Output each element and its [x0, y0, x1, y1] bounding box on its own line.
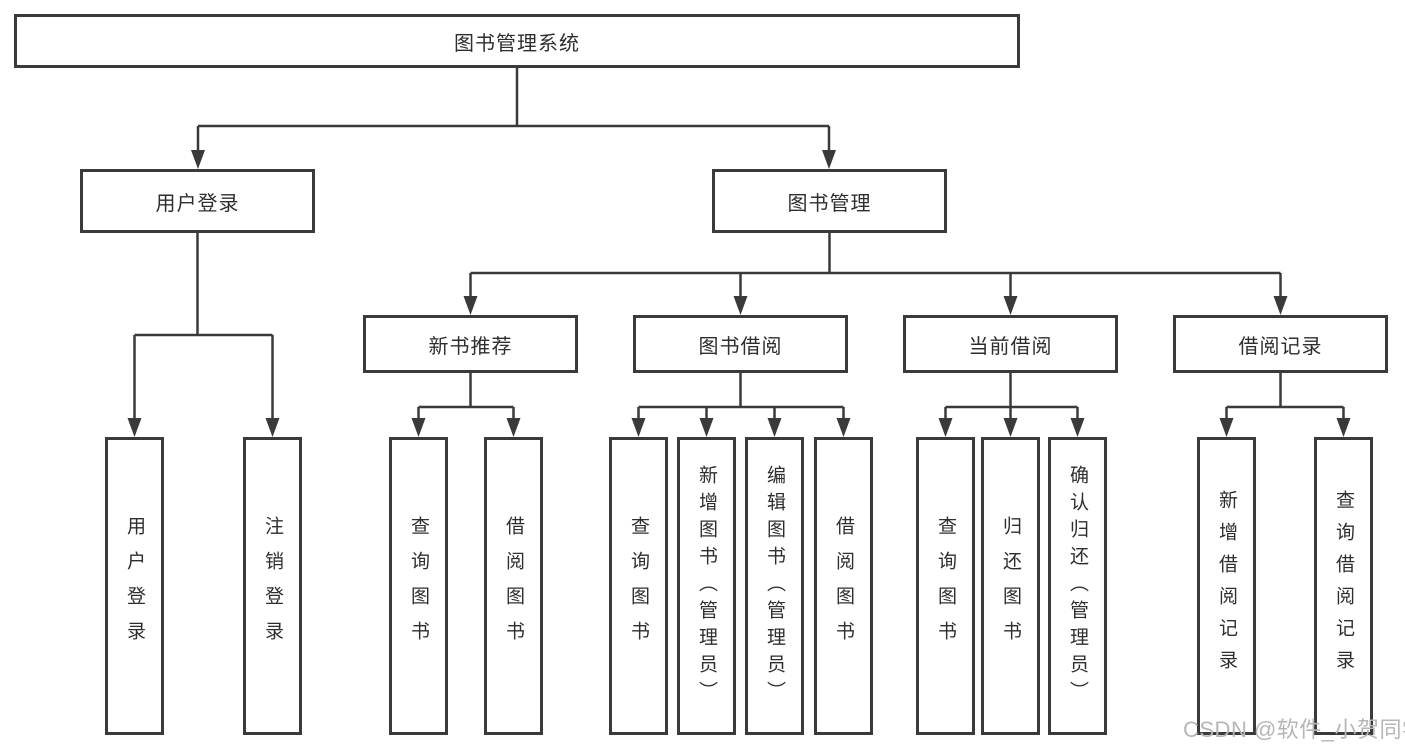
node-label: 归还图书 [1000, 516, 1021, 656]
node-edit-book-admin: 编辑图书（管理员） [745, 437, 804, 735]
node-book-borrow: 图书借阅 [633, 315, 848, 373]
arrowhead [411, 418, 426, 437]
node-return-book: 归还图书 [981, 437, 1040, 735]
arrowhead [265, 418, 280, 437]
arrowhead [463, 296, 478, 315]
node-borrow-book-1: 借阅图书 [484, 437, 543, 735]
node-book-mgmt: 图书管理 [712, 169, 947, 233]
arrowhead [938, 418, 953, 437]
node-borrow-book-2: 借阅图书 [814, 437, 873, 735]
node-label: 图书管理系统 [454, 32, 580, 55]
node-label: 注销登录 [262, 516, 283, 656]
node-label: 新增图书（管理员） [696, 464, 717, 708]
node-user-login: 用户登录 [80, 169, 315, 233]
node-label: 查询图书 [628, 516, 649, 656]
node-new-book-rec: 新书推荐 [363, 315, 578, 373]
arrowhead [1219, 418, 1234, 437]
node-label: 查询借阅记录 [1333, 490, 1354, 682]
csdn-watermark: CSDN @软件_小贺同学 [1183, 717, 1405, 742]
connector [944, 373, 1079, 419]
node-label: 用户登录 [124, 516, 145, 656]
arrowhead [822, 150, 836, 169]
connector [1225, 373, 1345, 419]
connector [417, 373, 515, 419]
node-label: 查询图书 [935, 516, 956, 656]
node-label: 确认归还（管理员） [1067, 464, 1088, 708]
node-query-book-3: 查询图书 [916, 437, 975, 735]
node-label: 新增借阅记录 [1216, 490, 1237, 682]
node-label: 借阅记录 [1238, 335, 1323, 358]
node-borrow-record: 借阅记录 [1173, 315, 1388, 373]
node-label: 图书管理 [787, 192, 872, 215]
node-root: 图书管理系统 [14, 14, 1020, 68]
connector [196, 68, 831, 151]
arrowhead [1336, 418, 1351, 437]
node-query-book-1: 查询图书 [389, 437, 448, 735]
node-add-book-admin: 新增图书（管理员） [677, 437, 736, 735]
arrowhead [733, 296, 748, 315]
node-logout: 注销登录 [243, 437, 302, 735]
arrowhead [631, 418, 646, 437]
arrowhead [699, 418, 714, 437]
node-label: 借阅图书 [503, 516, 524, 656]
arrowhead [767, 418, 782, 437]
node-label: 编辑图书（管理员） [764, 464, 785, 708]
arrowhead [191, 150, 205, 169]
node-label: 借阅图书 [833, 516, 854, 656]
node-query-borrow-record: 查询借阅记录 [1314, 437, 1373, 735]
arrowhead [1003, 418, 1018, 437]
arrowhead [1273, 296, 1288, 315]
node-label: 查询图书 [408, 516, 429, 656]
node-login: 用户登录 [105, 437, 164, 735]
arrowhead [127, 418, 142, 437]
node-label: 图书借阅 [698, 335, 783, 358]
arrowhead [1003, 296, 1018, 315]
node-confirm-return-admin: 确认归还（管理员） [1048, 437, 1107, 735]
connector [469, 233, 1282, 297]
arrowhead [506, 418, 521, 437]
node-label: 用户登录 [155, 192, 240, 215]
arrowhead [1070, 418, 1085, 437]
arrowhead [836, 418, 851, 437]
node-label: 新书推荐 [428, 335, 513, 358]
node-label: 当前借阅 [968, 335, 1053, 358]
node-query-book-2: 查询图书 [609, 437, 668, 735]
connector [637, 373, 845, 419]
connector [133, 233, 274, 419]
node-current-borrow: 当前借阅 [903, 315, 1118, 373]
node-add-borrow-record: 新增借阅记录 [1197, 437, 1256, 735]
